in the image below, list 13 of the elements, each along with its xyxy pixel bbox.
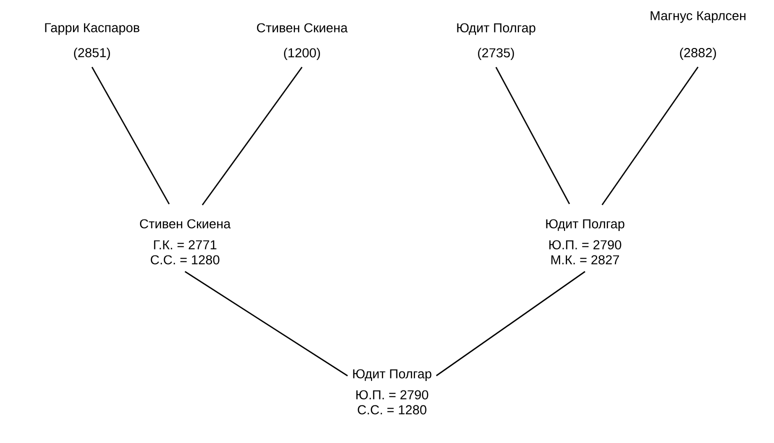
player-label: Стивен Скиена (1200) (256, 23, 348, 60)
connector-line (495, 66, 570, 204)
connector-line (436, 271, 586, 376)
player-label: Стивен Скиена Г.К. = 2771 С.С. = 1280 (140, 219, 231, 264)
player-label: Юдит Полгар Ю.П. = 2790 С.С. = 1280 (353, 369, 432, 414)
connector-line (91, 66, 170, 204)
connector-line (184, 271, 348, 376)
player-label: Юдит Полгар (2735) (457, 23, 536, 60)
player-label: Юдит Полгар Ю.П. = 2790 М.К. = 2827 (546, 219, 624, 264)
connector-line (202, 66, 303, 206)
connector-line (602, 66, 699, 206)
player-label: Магнус Карлсен (2882) (650, 11, 746, 60)
player-label: Гарри Каспаров (2851) (45, 23, 140, 60)
